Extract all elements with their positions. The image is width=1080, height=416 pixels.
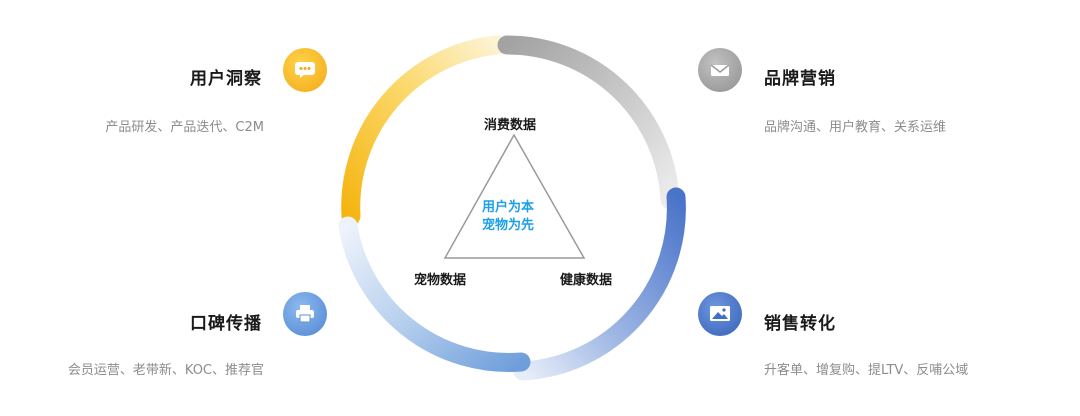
envelope-icon <box>698 48 742 92</box>
core-line-1: 用户为本 <box>482 200 535 215</box>
triangle-label-top: 消费数据 <box>484 118 537 133</box>
ring-segment-yellow <box>341 35 507 226</box>
triangle-label-bottom-right: 健康数据 <box>560 273 613 288</box>
triangle-label-bottom-left: 宠物数据 <box>414 273 467 288</box>
quadrant-subtitle-sales-conversion: 升客单、增复购、提LTV、反哺公域 <box>764 363 969 378</box>
quadrant-subtitle-user-insight: 产品研发、产品迭代、C2M <box>105 120 264 135</box>
center-triangle <box>443 133 586 259</box>
quadrant-title-sales-conversion: 销售转化 <box>764 314 836 334</box>
quadrant-title-word-of-mouth: 口碑传播 <box>190 314 262 334</box>
quadrant-title-user-insight: 用户洞察 <box>190 69 262 89</box>
core-line-2: 宠物为先 <box>482 218 535 233</box>
image-icon <box>698 292 742 336</box>
ring-segment-blue-left <box>338 216 531 372</box>
quadrant-subtitle-word-of-mouth: 会员运营、老带新、KOC、推荐官 <box>67 363 264 378</box>
chat-bubble-icon <box>283 48 327 92</box>
quadrant-title-brand-marketing: 品牌营销 <box>764 69 836 89</box>
core-statement: 用户为本 宠物为先 <box>482 199 534 235</box>
ring-segment-gray <box>497 35 680 210</box>
printer-icon <box>283 292 327 336</box>
ring-segment-blue-right <box>513 187 686 381</box>
quadrant-subtitle-brand-marketing: 品牌沟通、用户教育、关系运维 <box>764 120 947 135</box>
